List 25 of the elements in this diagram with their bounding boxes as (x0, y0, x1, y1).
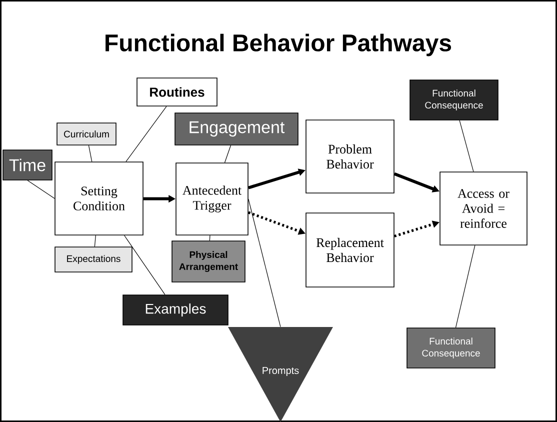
process-box: Problem Behavior (306, 120, 394, 194)
leader-line (209, 235, 210, 241)
process-box: Replacement Behavior (306, 212, 394, 288)
leader-line (94, 235, 96, 247)
process-box: Setting Condition (54, 162, 144, 236)
label-box: Functional Consequence (406, 328, 496, 368)
label-box: Examples (122, 294, 228, 326)
leader-line (455, 245, 476, 328)
leader-line (224, 145, 232, 163)
label-box: Engagement (174, 112, 298, 146)
leader-line (124, 235, 166, 295)
process-box: Access or Avoid = reinforce (440, 172, 528, 246)
label-box: Expectations (54, 246, 132, 272)
leader-line (88, 145, 92, 162)
label-box: Functional Consequence (410, 80, 498, 120)
leader-line (248, 198, 281, 328)
leader-line (126, 106, 167, 162)
label-box: Routines (136, 78, 218, 106)
process-box: Antecedent Trigger (176, 162, 248, 236)
title: Functional Behavior Pathways (106, 34, 452, 56)
leader-line (27, 180, 55, 199)
leader-line (459, 120, 474, 172)
label-box: Curriculum (56, 122, 116, 146)
label-box: Time (2, 150, 52, 180)
label-box: Physical Arrangement (172, 240, 246, 282)
